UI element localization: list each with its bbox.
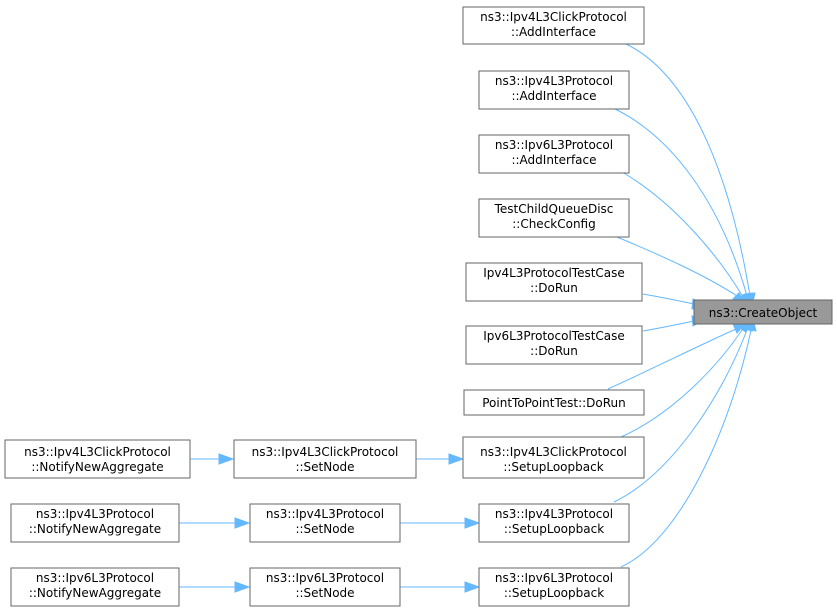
node-click-set-node[interactable]: ns3::Ipv4L3ClickProtocol ::SetNode [233, 439, 417, 479]
node-label-line-2: ::CheckConfig [512, 217, 596, 231]
node-click-setup-loopback[interactable]: ns3::Ipv4L3ClickProtocol ::SetupLoopback [462, 436, 645, 479]
node-label-line-1: ns3::Ipv4L3ClickProtocol [480, 10, 627, 24]
node-label-line-1: ns3::Ipv4L3Protocol [495, 507, 613, 521]
node-label-line-1: ns3::Ipv6L3Protocol [266, 571, 384, 585]
node-ipv6-add-interface[interactable]: ns3::Ipv6L3Protocol ::AddInterface [478, 134, 630, 174]
node-label-line-2: ::AddInterface [511, 25, 596, 39]
node-ipv4-set-node[interactable]: ns3::Ipv4L3Protocol ::SetNode [249, 503, 401, 543]
node-ipv4-test-dorun[interactable]: Ipv4L3ProtocolTestCase ::DoRun [465, 262, 643, 302]
node-label-line-1: ns3::Ipv4L3Protocol [495, 74, 613, 88]
node-ipv6-setup-loopback[interactable]: ns3::Ipv6L3Protocol ::SetupLoopback [478, 567, 630, 607]
node-ipv4-setup-loopback[interactable]: ns3::Ipv4L3Protocol ::SetupLoopback [478, 503, 630, 543]
node-label-line-1: TestChildQueueDisc [494, 202, 614, 216]
node-label: ns3::CreateObject [709, 306, 818, 320]
node-label-line-2: ::NotifyNewAggregate [31, 460, 163, 474]
node-label-line-1: ns3::Ipv4L3ClickProtocol [480, 445, 627, 459]
node-label-line-1: ns3::Ipv4L3Protocol [266, 507, 384, 521]
node-label-line-1: ns3::Ipv4L3ClickProtocol [252, 445, 399, 459]
node-p2p-dorun[interactable]: PointToPointTest::DoRun [463, 389, 645, 416]
nodes-layer: ns3::CreateObject ns3::Ipv4L3ClickProtoc… [4, 6, 833, 607]
node-label-line-1: Ipv4L3ProtocolTestCase [483, 266, 625, 280]
node-label-line-1: ns3::Ipv4L3Protocol [36, 507, 154, 521]
node-label-line-2: ::SetNode [295, 522, 354, 536]
node-label-line-2: ::NotifyNewAggregate [29, 586, 161, 600]
edge-click-set-node-to-click-setup-loopback [416, 453, 465, 465]
node-ipv6-notify[interactable]: ns3::Ipv6L3Protocol ::NotifyNewAggregate [10, 567, 180, 607]
node-label-line-2: ::SetupLoopback [504, 522, 604, 536]
node-label-line-2: ::AddInterface [511, 153, 596, 167]
node-label-line-1: ns3::Ipv4L3ClickProtocol [24, 445, 171, 459]
node-label-line-1: ns3::Ipv6L3Protocol [495, 571, 613, 585]
node-click-notify[interactable]: ns3::Ipv4L3ClickProtocol ::NotifyNewAggr… [4, 439, 191, 479]
node-label-line-1: ns3::Ipv6L3Protocol [495, 138, 613, 152]
node-label-line-2: ::AddInterface [511, 89, 596, 103]
node-label-line-1: Ipv6L3ProtocolTestCase [483, 329, 625, 343]
node-ipv4-add-interface[interactable]: ns3::Ipv4L3Protocol ::AddInterface [478, 70, 630, 110]
node-create-object[interactable]: ns3::CreateObject [693, 299, 833, 325]
edge-ipv4-notify-to-ipv4-set-node [179, 517, 251, 529]
node-label-line-2: ::SetNode [295, 460, 354, 474]
edge-ipv4-set-node-to-ipv4-setup-loopback [400, 517, 481, 529]
edge-ipv6-set-node-to-ipv6-setup-loopback [400, 581, 481, 593]
node-label-line-2: ::SetupLoopback [504, 586, 604, 600]
edge-ipv6-notify-to-ipv6-set-node [179, 581, 251, 593]
node-label-line-2: ::DoRun [530, 344, 578, 358]
node-ipv6-test-dorun[interactable]: Ipv6L3ProtocolTestCase ::DoRun [465, 325, 643, 365]
node-label-line-2: ::DoRun [530, 281, 578, 295]
node-check-config[interactable]: TestChildQueueDisc ::CheckConfig [478, 198, 630, 238]
node-label-line-1: ns3::Ipv6L3Protocol [36, 571, 154, 585]
edge-click-notify-to-click-set-node [190, 453, 235, 465]
node-label: PointToPointTest::DoRun [482, 396, 626, 410]
node-ipv6-set-node[interactable]: ns3::Ipv6L3Protocol ::SetNode [249, 567, 401, 607]
node-ipv4-notify[interactable]: ns3::Ipv4L3Protocol ::NotifyNewAggregate [10, 503, 180, 543]
node-label-line-2: ::NotifyNewAggregate [29, 522, 161, 536]
node-label-line-2: ::SetNode [295, 586, 354, 600]
node-label-line-2: ::SetupLoopback [503, 460, 603, 474]
node-click-add-interface[interactable]: ns3::Ipv4L3ClickProtocol ::AddInterface [462, 6, 645, 45]
